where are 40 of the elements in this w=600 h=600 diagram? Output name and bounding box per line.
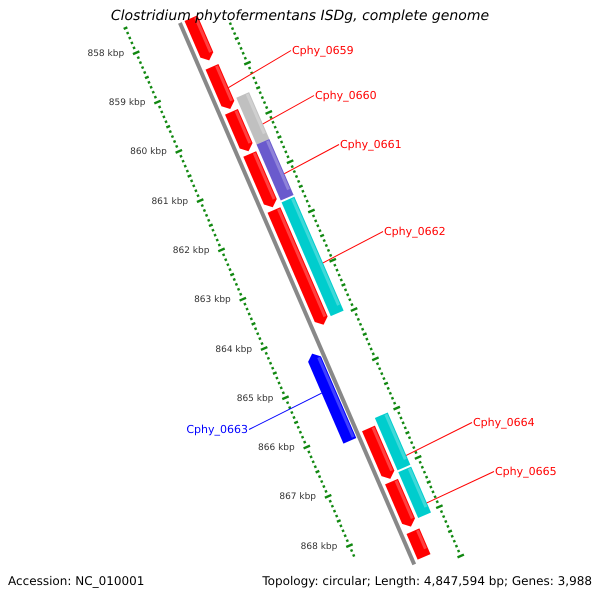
leader-line [284,144,340,174]
gene-label: Cphy_0660 [315,89,377,102]
gene-block [225,109,253,152]
gene-block [385,478,415,527]
scale-label: 859 kbp [108,98,146,108]
gene-bar [398,466,431,518]
accession-text: Accession: NC_010001 [8,574,144,588]
leader-line [228,50,292,88]
gene-bar [374,412,410,470]
gene-block [243,151,277,208]
gene-label: Cphy_0659 [292,44,354,57]
gene-label: Cphy_0665 [495,465,557,478]
gene-bar [406,528,430,560]
scale-label: 866 kbp [258,443,295,454]
genome-info-text: Topology: circular; Length: 4,847,594 bp; Genes: 3,988 [262,574,592,588]
scale-label: 862 kbp [172,246,210,256]
gene-label: Cphy_0663 [186,423,248,436]
gene-label: Cphy_0662 [384,225,446,238]
scale-label: 861 kbp [151,196,188,207]
gene-block [206,64,234,110]
gene-block [362,426,394,479]
gene-block [268,207,328,325]
scale-label: 865 kbp [236,394,274,404]
scale-label: 858 kbp [87,48,124,59]
scale-label: 867 kbp [279,492,316,502]
gene-block [308,354,356,444]
scale-label: 868 kbp [300,542,338,552]
gene-bar [236,92,270,145]
gene-bar [282,196,344,316]
gene-label: Cphy_0664 [473,416,535,429]
gene-bar [256,138,294,200]
scale-label: 864 kbp [215,344,252,355]
scale-label: 860 kbp [130,147,167,158]
leader-line [248,392,322,430]
leader-line [406,422,472,456]
leader-line [426,471,494,504]
leader-line [322,231,384,264]
scale-label: 863 kbp [194,295,231,306]
gene-label: Cphy_0661 [340,138,402,151]
title: Clostridium phytofermentans ISDg, complete genome [110,8,490,24]
